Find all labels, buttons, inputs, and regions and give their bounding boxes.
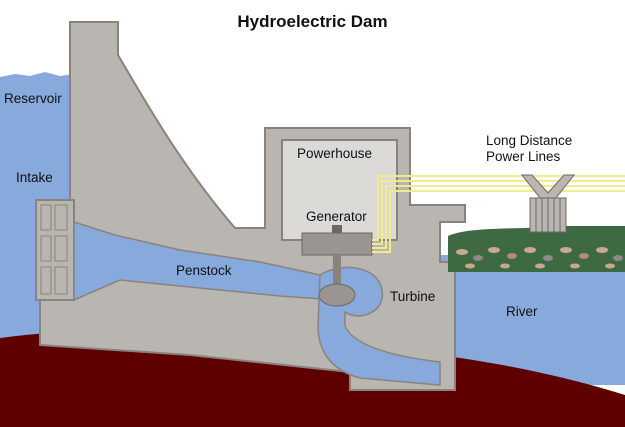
river-label: River xyxy=(506,304,538,319)
generator-unit xyxy=(301,232,373,256)
powerhouse-label: Powerhouse xyxy=(297,146,373,161)
reservoir-label: Reservoir xyxy=(4,91,62,106)
power-lines-label-line2: Power Lines xyxy=(486,149,561,164)
intake-label: Intake xyxy=(16,170,53,185)
riverbank-stones xyxy=(456,247,623,269)
turbine-shaft xyxy=(333,255,341,285)
generator-label: Generator xyxy=(306,209,367,224)
riverbank xyxy=(448,226,625,272)
turbine-label: Turbine xyxy=(390,289,436,304)
turbine-runner xyxy=(318,283,356,307)
penstock-label: Penstock xyxy=(176,263,232,278)
bedrock xyxy=(0,331,625,427)
intake-grate xyxy=(35,199,75,301)
river-water xyxy=(440,255,625,385)
dam-body xyxy=(39,21,466,391)
transmission-tower xyxy=(520,174,576,233)
diagram-title: Hydroelectric Dam xyxy=(237,12,388,31)
power-lines-label-line1: Long Distance xyxy=(486,133,573,148)
